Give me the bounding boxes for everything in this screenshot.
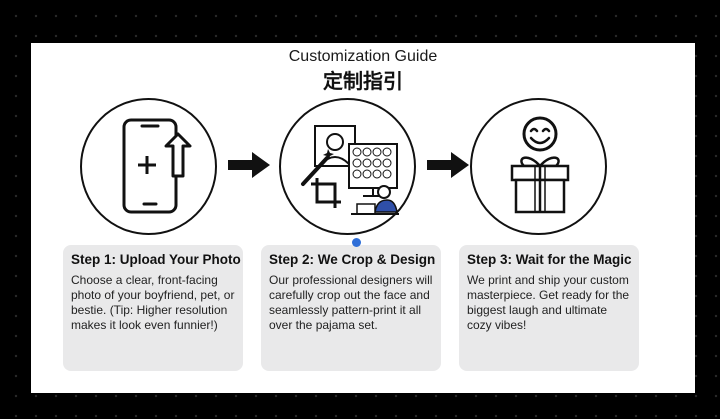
smiley-gift-icon bbox=[510, 116, 570, 214]
step-2-icon-circle bbox=[279, 98, 416, 235]
selection-handle[interactable] bbox=[352, 238, 361, 247]
step-1-body: Choose a clear, front-facing photo of yo… bbox=[71, 273, 235, 332]
step-3-icon-circle bbox=[470, 98, 607, 235]
step-1-card: Step 1: Upload Your Photo Choose a clear… bbox=[63, 245, 243, 371]
step-1-icon-circle bbox=[80, 98, 217, 235]
guide-title-en: Customization Guide bbox=[288, 48, 438, 65]
step-3-card: Step 3: Wait for the Magic We print and … bbox=[459, 245, 639, 371]
step-3-title: Step 3: Wait for the Magic bbox=[467, 252, 632, 267]
step-3-body: We print and ship your custom masterpiec… bbox=[467, 273, 630, 332]
step-2-body: Our professional designers will carefull… bbox=[269, 273, 433, 332]
arrow-right-icon bbox=[228, 152, 270, 178]
step-2-title: Step 2: We Crop & Design bbox=[269, 252, 436, 267]
step-1-title: Step 1: Upload Your Photo bbox=[71, 252, 241, 267]
arrow-right-icon bbox=[427, 152, 469, 178]
guide-title-zh: 定制指引 bbox=[323, 69, 403, 93]
step-2-card: Step 2: We Crop & Design Our professiona… bbox=[261, 245, 441, 371]
phone-upload-icon bbox=[122, 118, 192, 214]
designer-crop-icon bbox=[301, 125, 399, 215]
